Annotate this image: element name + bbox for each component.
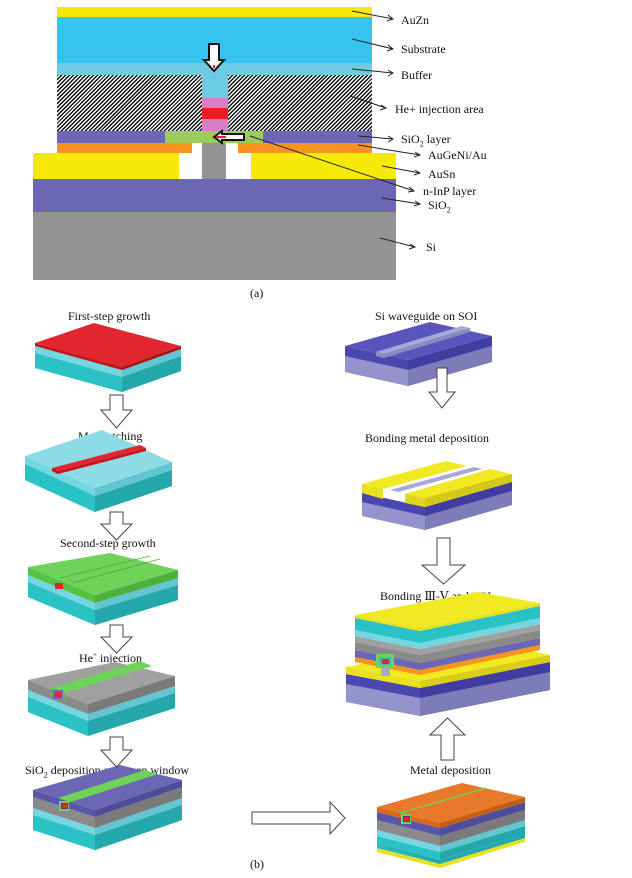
- block-second-step-growth: [28, 553, 178, 625]
- down-arrow-icon: [427, 367, 457, 409]
- active-stripe-pink-top: [202, 98, 228, 108]
- down-arrow-icon: [420, 537, 467, 585]
- si-waveguide-ridge: [202, 143, 226, 179]
- active-stripe-red: [202, 108, 228, 119]
- down-arrow-icon: [99, 624, 134, 654]
- leader-lines: [249, 10, 422, 250]
- label-he-injection-area: He+ injection area: [395, 102, 484, 116]
- block-sio2-deposition: [33, 765, 182, 850]
- label-sio2: SiO2: [428, 198, 451, 215]
- layer-augeni-right: [238, 143, 372, 153]
- active-region-marker: [55, 583, 63, 589]
- label-ausn: AuSn: [428, 167, 456, 181]
- label-sio2-layer: SiO2 layer: [401, 132, 451, 149]
- step-label-he-injection: He+ injection: [79, 651, 142, 665]
- label-si: Si: [426, 240, 437, 254]
- layer-sio2-left: [57, 131, 165, 143]
- block-he-injection: [28, 661, 175, 736]
- block-mesa-etching: [25, 430, 172, 512]
- down-arrow-icon: [99, 394, 134, 429]
- layer-sio2-box: [33, 179, 396, 212]
- label-substrate: Substrate: [401, 42, 446, 56]
- down-arrow-icon: [99, 511, 134, 541]
- caption-a: (a): [250, 286, 264, 300]
- layer-auzn: [57, 7, 372, 17]
- block-bonded-iii-v-and-soi: [346, 592, 550, 716]
- block-bonding-metal-deposition: [362, 461, 512, 530]
- block-first-step-growth: [35, 323, 181, 392]
- he-injection-down-arrow-icon: [201, 43, 227, 73]
- step-label-si-waveguide-on-soi: Si waveguide on SOI: [375, 309, 478, 323]
- step-label-second-step-growth: Second-step growth: [60, 536, 156, 550]
- layer-ausn-right: [251, 153, 396, 179]
- active-stripe-buffer: [202, 75, 228, 98]
- step-label-metal-deposition: Metal deposition: [410, 763, 491, 777]
- layer-si: [33, 212, 396, 280]
- up-arrow-icon: [428, 717, 467, 761]
- layer-sio2-right: [263, 131, 372, 143]
- step-label-bonding-metal-deposition: Bonding metal deposition: [365, 431, 489, 445]
- right-arrow-icon: [251, 800, 346, 836]
- down-arrow-icon: [99, 736, 134, 768]
- he-injection-area-right: [228, 75, 372, 131]
- label-n-inp-layer: n-InP layer: [423, 184, 477, 198]
- label-buffer: Buffer: [401, 68, 433, 82]
- layer-augeni-left: [57, 143, 192, 153]
- active-stripe-pink-bottom: [202, 119, 228, 131]
- panel-a-annotations: [201, 10, 422, 250]
- step-label-first-step-growth: First-step growth: [68, 309, 151, 323]
- label-augeni-au: AuGeNi/Au: [428, 148, 487, 162]
- block-metal-deposition: [377, 783, 525, 868]
- block-si-waveguide-on-soi: [345, 322, 492, 386]
- caption-b: (b): [250, 857, 264, 871]
- label-auzn: AuZn: [401, 13, 429, 27]
- light-coupling-left-arrow-icon: [212, 129, 245, 145]
- layer-ausn-left: [33, 153, 179, 179]
- process-arrows: [99, 367, 467, 836]
- he-injection-area-left: [57, 75, 202, 131]
